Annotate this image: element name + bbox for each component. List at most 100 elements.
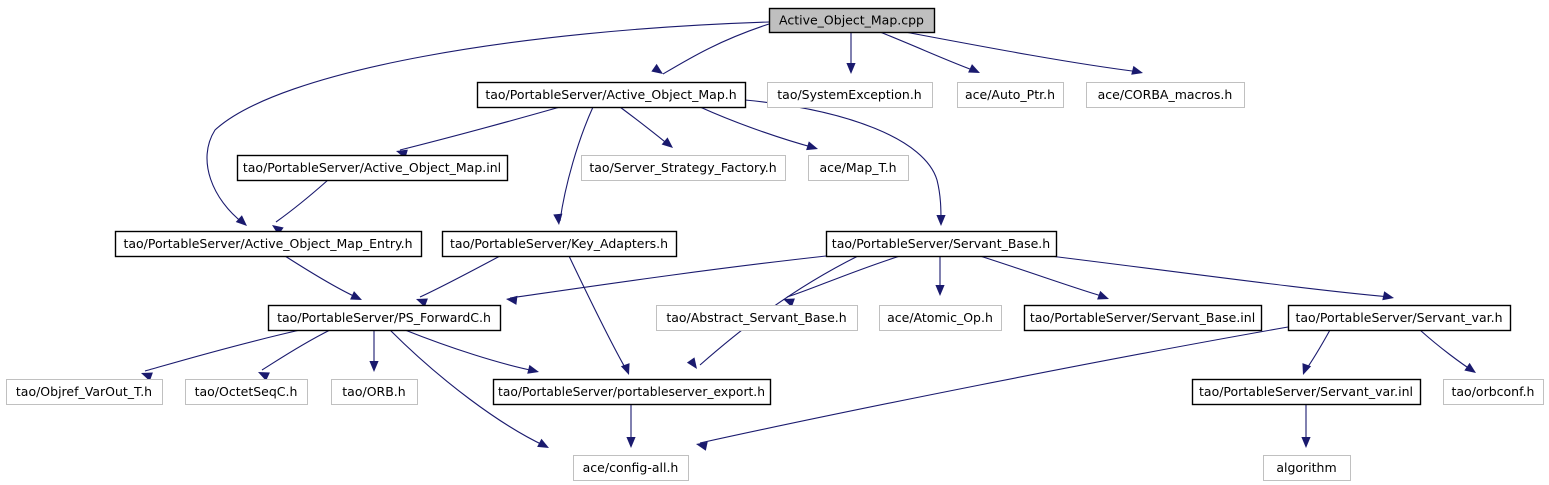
edge-srv_var-to-srv_var_inl xyxy=(1302,329,1331,375)
edge-srv_base-to-abs_srv xyxy=(783,255,901,308)
graph-node-algorithm[interactable]: algorithm xyxy=(1263,455,1351,481)
node-box[interactable] xyxy=(1023,304,1263,332)
arrowhead-icon xyxy=(1464,362,1476,373)
node-label: tao/OctetSeqC.h xyxy=(195,384,298,399)
edge-root-to-aom_entry xyxy=(206,21,770,226)
edge-line xyxy=(419,255,501,298)
edge-srv_base-to-srv_base_inl xyxy=(979,255,1109,300)
node-label: tao/PortableServer/Active_Object_Map_Ent… xyxy=(123,236,412,251)
node-box[interactable] xyxy=(808,155,909,181)
graph-node-ssf[interactable]: tao/Server_Strategy_Factory.h xyxy=(581,155,786,181)
node-box[interactable] xyxy=(236,154,509,182)
graph-node-map_t[interactable]: ace/Map_T.h xyxy=(808,155,909,181)
node-box[interactable] xyxy=(6,379,163,405)
edge-key_ad-to-ps_fwd xyxy=(416,255,501,308)
node-box[interactable] xyxy=(957,82,1064,108)
edge-line xyxy=(786,255,901,298)
graph-node-orb_h[interactable]: tao/ORB.h xyxy=(331,379,418,405)
arrowhead-icon xyxy=(141,372,153,382)
node-box[interactable] xyxy=(768,7,936,34)
node-box[interactable] xyxy=(476,81,747,109)
edge-root-to-sysexc xyxy=(846,32,856,74)
edge-root-to-corbamac xyxy=(904,31,1143,75)
node-box[interactable] xyxy=(185,379,308,405)
edge-line xyxy=(619,106,671,147)
edge-line xyxy=(206,21,770,224)
node-label: tao/PortableServer/PS_ForwardC.h xyxy=(277,310,491,325)
graph-node-root[interactable]: Active_Object_Map.cpp xyxy=(768,7,936,34)
edge-line xyxy=(568,255,628,372)
node-label: tao/PortableServer/Active_Object_Map.inl xyxy=(243,160,501,175)
graph-node-srv_base[interactable]: tao/PortableServer/Servant_Base.h xyxy=(825,230,1058,258)
node-box[interactable] xyxy=(767,82,933,108)
graph-node-abs_srv[interactable]: tao/Abstract_Servant_Base.h xyxy=(656,305,858,331)
node-box[interactable] xyxy=(492,378,772,406)
arrowhead-icon xyxy=(935,285,945,296)
node-box[interactable] xyxy=(1263,455,1351,481)
node-box[interactable] xyxy=(1443,379,1544,405)
node-box[interactable] xyxy=(331,379,418,405)
graph-node-key_ad[interactable]: tao/PortableServer/Key_Adapters.h xyxy=(441,230,678,258)
node-label: tao/PortableServer/Servant_Base.h xyxy=(832,236,1050,251)
node-box[interactable] xyxy=(879,305,1002,331)
node-box[interactable] xyxy=(656,305,858,331)
node-label: tao/Objref_VarOut_T.h xyxy=(16,384,152,399)
node-box[interactable] xyxy=(267,304,502,332)
node-box[interactable] xyxy=(441,230,678,258)
arrowhead-icon xyxy=(626,437,636,448)
edge-ps_fwd-to-config_all xyxy=(389,329,549,448)
edge-aom_h-to-map_t xyxy=(699,106,818,151)
graph-node-objref[interactable]: tao/Objref_VarOut_T.h xyxy=(6,379,163,405)
arrowhead-icon xyxy=(806,141,818,151)
graph-node-aom_h[interactable]: tao/PortableServer/Active_Object_Map.h xyxy=(476,81,747,109)
graph-node-autoptr[interactable]: ace/Auto_Ptr.h xyxy=(957,82,1064,108)
node-box[interactable] xyxy=(1191,378,1422,406)
node-label: tao/ORB.h xyxy=(342,384,405,399)
graph-node-srv_var[interactable]: tao/PortableServer/Servant_var.h xyxy=(1287,304,1512,332)
edge-ps_export-to-config_all xyxy=(626,404,636,448)
arrowhead-icon xyxy=(258,372,270,381)
graph-node-ps_fwd[interactable]: tao/PortableServer/PS_ForwardC.h xyxy=(267,304,502,332)
edge-line xyxy=(144,329,301,372)
node-label: tao/SystemException.h xyxy=(777,87,921,102)
graph-node-corbamac[interactable]: ace/CORBA_macros.h xyxy=(1086,82,1245,108)
edge-line xyxy=(399,106,561,151)
graph-node-atomic_op[interactable]: ace/Atomic_Op.h xyxy=(879,305,1002,331)
node-label: tao/orbconf.h xyxy=(1452,384,1535,399)
edge-line xyxy=(404,329,536,372)
graph-node-sysexc[interactable]: tao/SystemException.h xyxy=(767,82,933,108)
arrowhead-icon xyxy=(527,364,539,374)
arrowhead-icon xyxy=(783,298,795,308)
graph-node-ps_export[interactable]: tao/PortableServer/portableserver_export… xyxy=(492,378,772,406)
graph-node-srv_var_inl[interactable]: tao/PortableServer/Servant_var.inl xyxy=(1191,378,1422,406)
graph-node-config_all[interactable]: ace/config-all.h xyxy=(573,455,689,481)
edge-line xyxy=(275,179,329,223)
graph-node-aom_entry[interactable]: tao/PortableServer/Active_Object_Map_Ent… xyxy=(114,230,423,258)
node-box[interactable] xyxy=(825,230,1058,258)
node-box[interactable] xyxy=(581,155,786,181)
edge-line xyxy=(662,23,770,75)
arrowhead-icon xyxy=(1131,65,1143,75)
node-box[interactable] xyxy=(1086,82,1245,108)
graph-node-srv_base_inl[interactable]: tao/PortableServer/Servant_Base.inl xyxy=(1023,304,1263,332)
graph-node-aom_inl[interactable]: tao/PortableServer/Active_Object_Map.inl xyxy=(236,154,509,182)
edge-aom_h-to-ssf xyxy=(619,106,673,148)
node-box[interactable] xyxy=(114,230,423,258)
node-box[interactable] xyxy=(1287,304,1512,332)
node-label: tao/Abstract_Servant_Base.h xyxy=(666,310,846,325)
graph-node-octetseq[interactable]: tao/OctetSeqC.h xyxy=(185,379,308,405)
graph-node-orbconf[interactable]: tao/orbconf.h xyxy=(1443,379,1544,405)
edge-srv_var-to-orbconf xyxy=(1419,329,1476,373)
edge-line xyxy=(559,106,594,222)
edge-ps_fwd-to-orb_h xyxy=(369,330,379,372)
arrowhead-icon xyxy=(350,291,362,300)
edge-line xyxy=(389,329,546,447)
edge-line xyxy=(699,326,1289,444)
node-label: Active_Object_Map.cpp xyxy=(779,13,924,28)
edge-ps_fwd-to-octetseq xyxy=(258,329,331,381)
arrowhead-icon xyxy=(620,363,630,375)
node-box[interactable] xyxy=(573,455,689,481)
edge-srv_base-to-atomic_op xyxy=(935,256,945,296)
node-label: ace/config-all.h xyxy=(583,460,679,475)
